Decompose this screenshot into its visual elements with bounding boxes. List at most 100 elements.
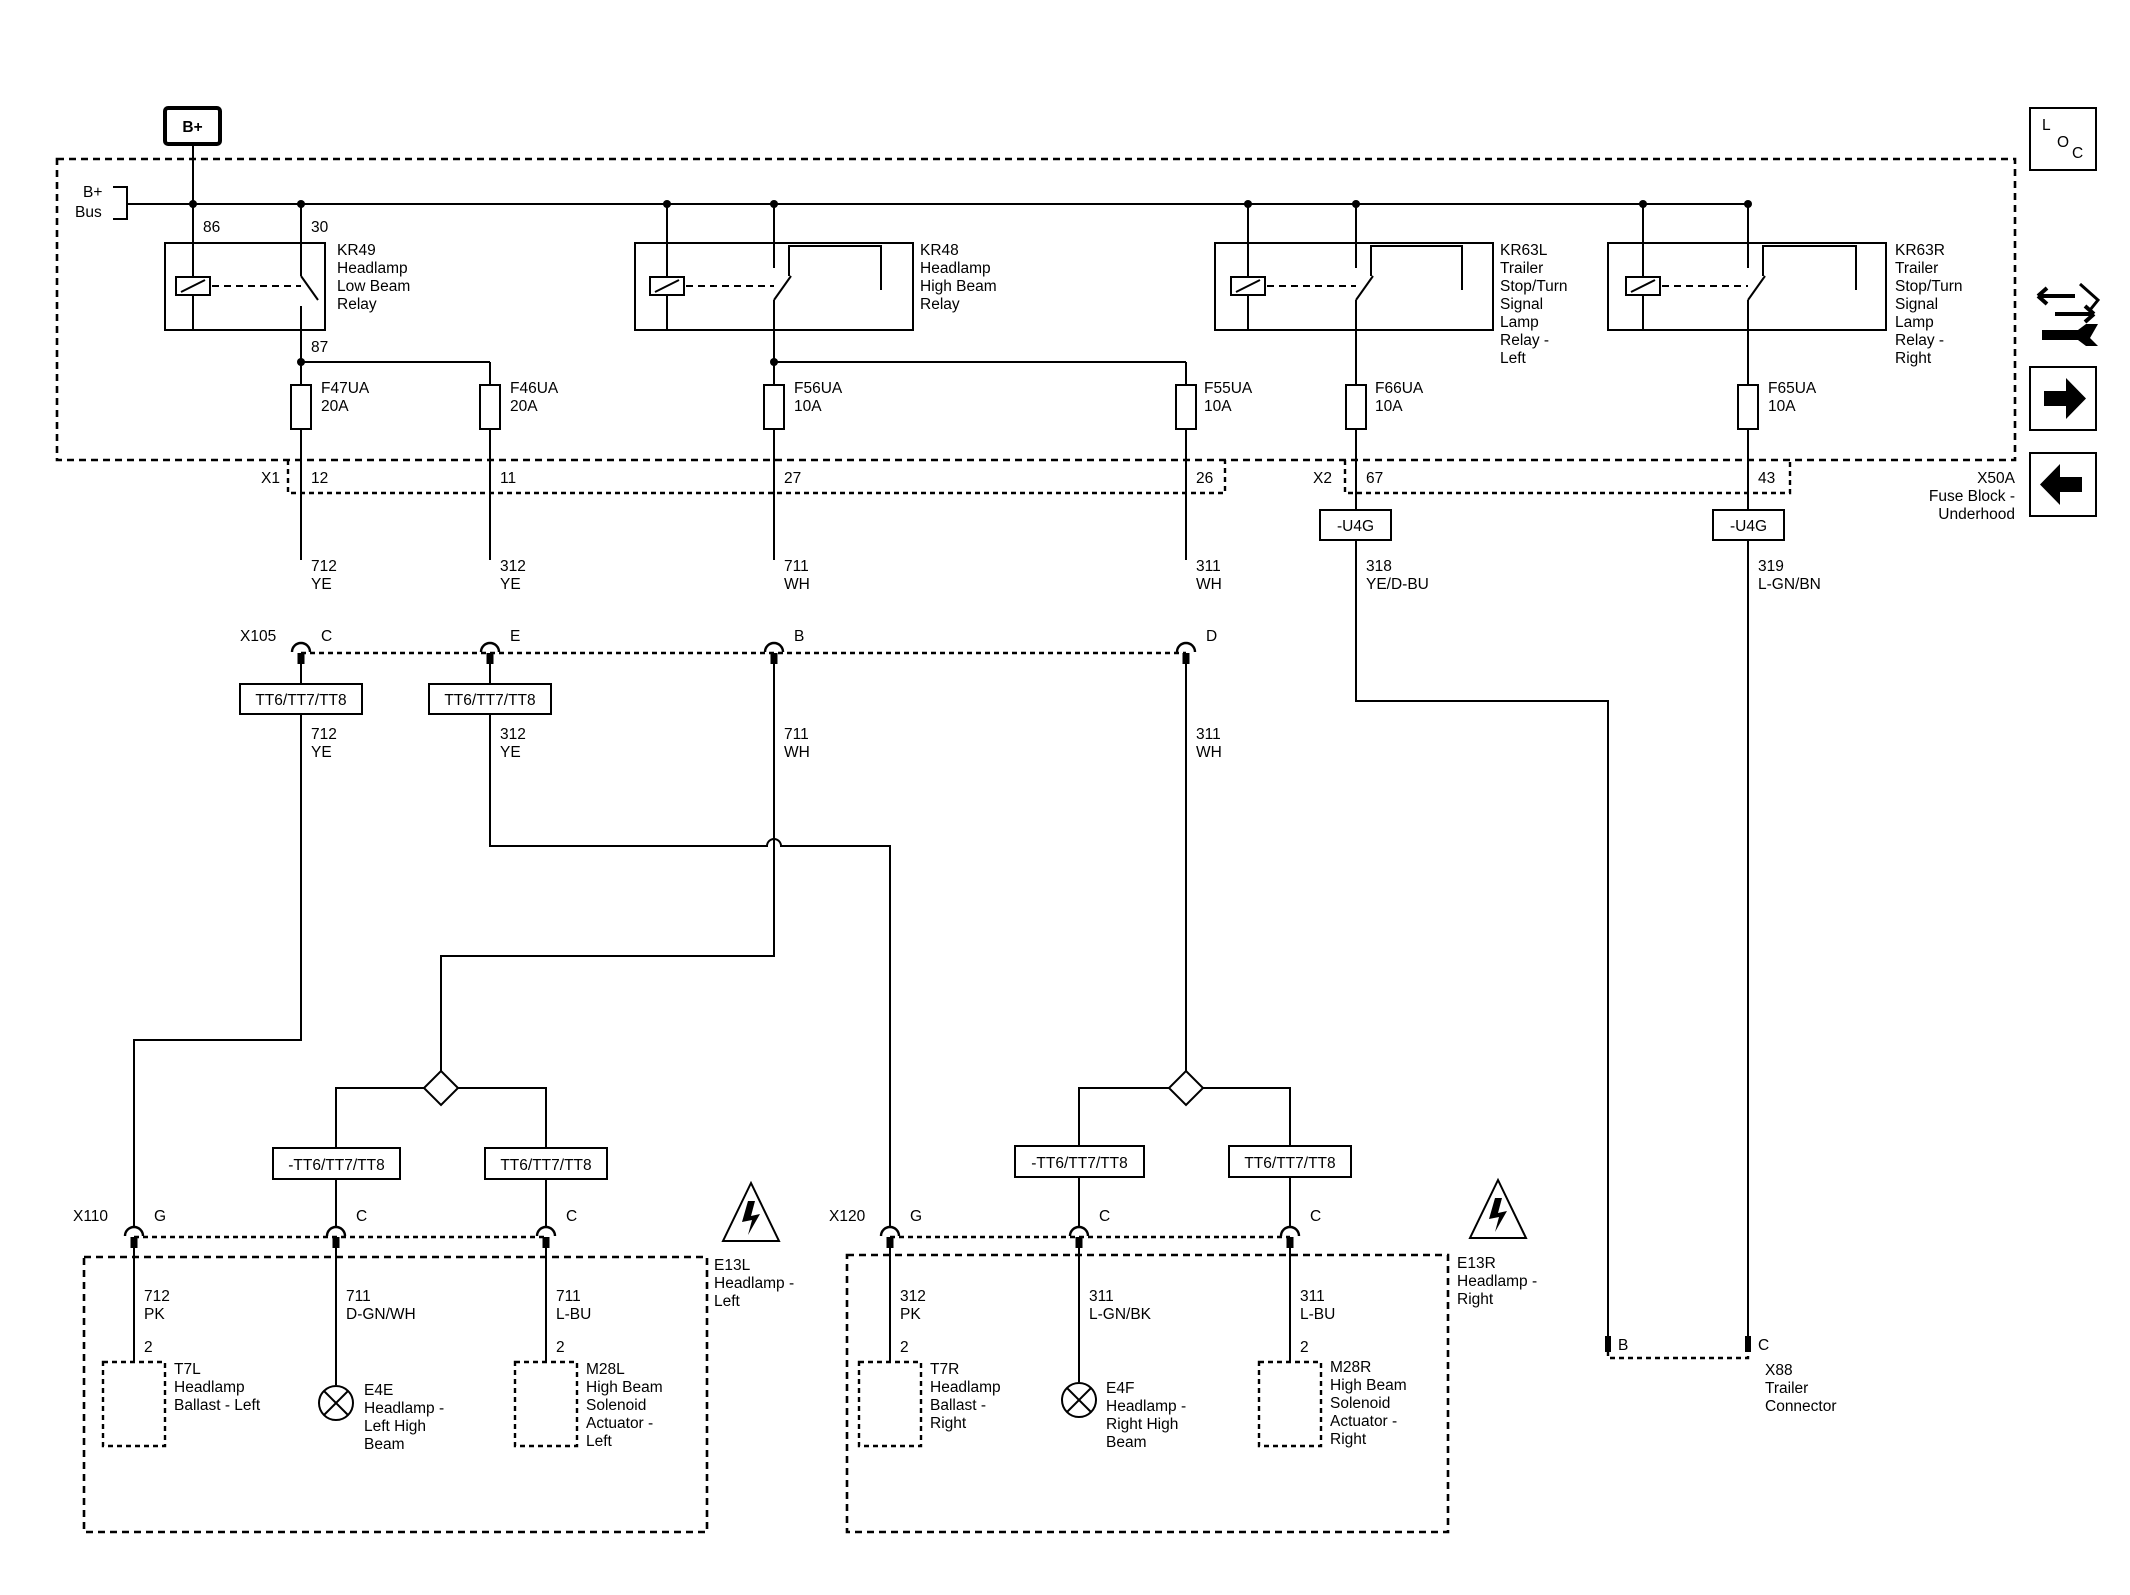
m28r-desc-2: High Beam — [1330, 1377, 1407, 1394]
wire-711-lower-left-color: D-GN/WH — [346, 1306, 416, 1323]
t7l-desc-2: Headlamp — [174, 1379, 245, 1396]
e4f-lamp-icon — [1061, 1382, 1097, 1418]
service-icon[interactable] — [2036, 282, 2101, 346]
fuse-f55ua-rating: 10A — [1204, 398, 1232, 415]
kr49-desc-3: Low Beam — [337, 278, 410, 295]
wire-318-color: YE/D-BU — [1366, 576, 1429, 593]
wire-711-mid-color: WH — [784, 744, 810, 761]
m28l-desc-1: M28L — [586, 1361, 625, 1378]
fuse-block-desc-2: Underhood — [1938, 506, 2015, 523]
m28l-desc-2: High Beam — [586, 1379, 663, 1396]
wire-312-mid-circuit: 312 — [500, 726, 526, 743]
t7r-ballast — [857, 1360, 923, 1448]
trailer-desc-2: Trailer — [1765, 1380, 1808, 1397]
e4e-desc-2: Headlamp - — [364, 1400, 444, 1417]
loc-button[interactable]: L O C — [2029, 107, 2097, 171]
m28r-desc-5: Right — [1330, 1431, 1367, 1448]
fuse-f56ua-name: F56UA — [794, 380, 843, 397]
x105-pin-e: E — [510, 628, 520, 645]
fuse-f66ua-rating: 10A — [1375, 398, 1403, 415]
next-arrow-icon[interactable] — [2029, 366, 2097, 431]
u4g-option-box-left — [1319, 509, 1392, 541]
tt-option-label-312: TT6/TT7/TT8 — [444, 692, 535, 709]
x110-label: X110 — [73, 1208, 108, 1225]
wire-712-lower-color: PK — [144, 1306, 165, 1323]
not-tt-option-label-left: -TT6/TT7/TT8 — [288, 1157, 384, 1174]
wire-319-color: L-GN/BN — [1758, 576, 1821, 593]
m28l-pin: 2 — [556, 1339, 565, 1356]
t7r-desc-3: Ballast - — [930, 1397, 986, 1414]
kr63r-desc-7: Right — [1895, 350, 1932, 367]
kr49-pin-30: 30 — [311, 219, 329, 236]
wire-311-lower-right-circuit: 311 — [1089, 1288, 1114, 1305]
wire-712-upper-color: YE — [311, 576, 332, 593]
kr63l-desc-3: Stop/Turn — [1500, 278, 1568, 295]
e4e-desc-3: Left High — [364, 1418, 426, 1435]
x1-pin-11: 11 — [500, 470, 516, 487]
kr48-desc-1: KR48 — [920, 242, 959, 259]
bus-label-line1: B+ — [83, 184, 102, 201]
fuse-f56ua — [763, 362, 785, 560]
x120-pin-c1: C — [1099, 1208, 1110, 1225]
t7r-desc-2: Headlamp — [930, 1379, 1001, 1396]
e4f-desc-1: E4F — [1106, 1380, 1134, 1397]
m28r-desc-3: Solenoid — [1330, 1395, 1390, 1412]
kr49-pin-86: 86 — [203, 219, 220, 236]
fuse-block-desc-1: Fuse Block - — [1929, 488, 2015, 505]
wire-711-lower-m28l-color: L-BU — [556, 1306, 591, 1323]
relay-kr48 — [634, 204, 914, 362]
wire-712-mid-color: YE — [311, 744, 332, 761]
wire-312-lower-color: PK — [900, 1306, 921, 1323]
m28r-desc-4: Actuator - — [1330, 1413, 1397, 1430]
kr63l-desc-5: Lamp — [1500, 314, 1539, 331]
trailer-connector-boundary — [1606, 1351, 1750, 1360]
t7l-ballast — [101, 1360, 167, 1448]
wire-312-lower-circuit: 312 — [900, 1288, 926, 1305]
e4f-desc-3: Right High — [1106, 1416, 1178, 1433]
fuse-f65ua-rating: 10A — [1768, 398, 1796, 415]
fuse-f55ua-name: F55UA — [1204, 380, 1253, 397]
splice-right — [1167, 1069, 1205, 1107]
kr63r-desc-6: Relay - — [1895, 332, 1944, 349]
x2-pin-67: 67 — [1366, 470, 1383, 487]
x120-pin-c2: C — [1310, 1208, 1321, 1225]
kr63r-desc-5: Lamp — [1895, 314, 1934, 331]
fuse-f66ua — [1345, 384, 1367, 510]
t7r-pin: 2 — [900, 1339, 909, 1356]
fuse-f46ua — [479, 362, 501, 560]
fuse-f65ua-name: F65UA — [1768, 380, 1817, 397]
m28r-desc-1: M28R — [1330, 1359, 1371, 1376]
bus-label-line2: Bus — [75, 204, 102, 221]
kr63r-desc-4: Signal — [1895, 296, 1938, 313]
relay-kr63l — [1214, 204, 1494, 385]
tt-option-label-left-m28: TT6/TT7/TT8 — [500, 1157, 591, 1174]
loc-letter-c: C — [2072, 145, 2083, 162]
fuse-block-boundary — [55, 157, 2017, 462]
x105-pin-b: B — [794, 628, 804, 645]
fuse-f46ua-name: F46UA — [510, 380, 559, 397]
relay-kr63r — [1607, 204, 1887, 385]
u4g-option-label-left: -U4G — [1337, 518, 1374, 535]
wire-311-upper-circuit: 311 — [1196, 558, 1221, 575]
tt-option-label-712: TT6/TT7/TT8 — [255, 692, 346, 709]
t7l-pin: 2 — [144, 1339, 153, 1356]
wire-311-lower-m28r-circuit: 311 — [1300, 1288, 1325, 1305]
fuse-f66ua-name: F66UA — [1375, 380, 1424, 397]
m28l-desc-4: Actuator - — [586, 1415, 653, 1432]
m28l-desc-3: Solenoid — [586, 1397, 646, 1414]
wire-311-lower-m28r-color: L-BU — [1300, 1306, 1335, 1323]
trailer-desc-3: Connector — [1765, 1398, 1837, 1415]
back-arrow-icon[interactable] — [2029, 452, 2097, 517]
e4e-desc-1: E4E — [364, 1382, 393, 1399]
x1-pin-27: 27 — [784, 470, 801, 487]
wire-712-lower-circuit: 712 — [144, 1288, 170, 1305]
wire-319-circuit: 319 — [1758, 558, 1784, 575]
tt-option-box-312 — [428, 683, 552, 715]
loc-letter-o: O — [2057, 134, 2069, 151]
wire-312-upper-color: YE — [500, 576, 521, 593]
e4e-desc-4: Beam — [364, 1436, 405, 1453]
x110-pin-c1: C — [356, 1208, 367, 1225]
wire-318 — [1355, 540, 1609, 1351]
tt-option-box-left-m28 — [484, 1147, 608, 1180]
fuse-block-name: X50A — [1977, 470, 2016, 487]
